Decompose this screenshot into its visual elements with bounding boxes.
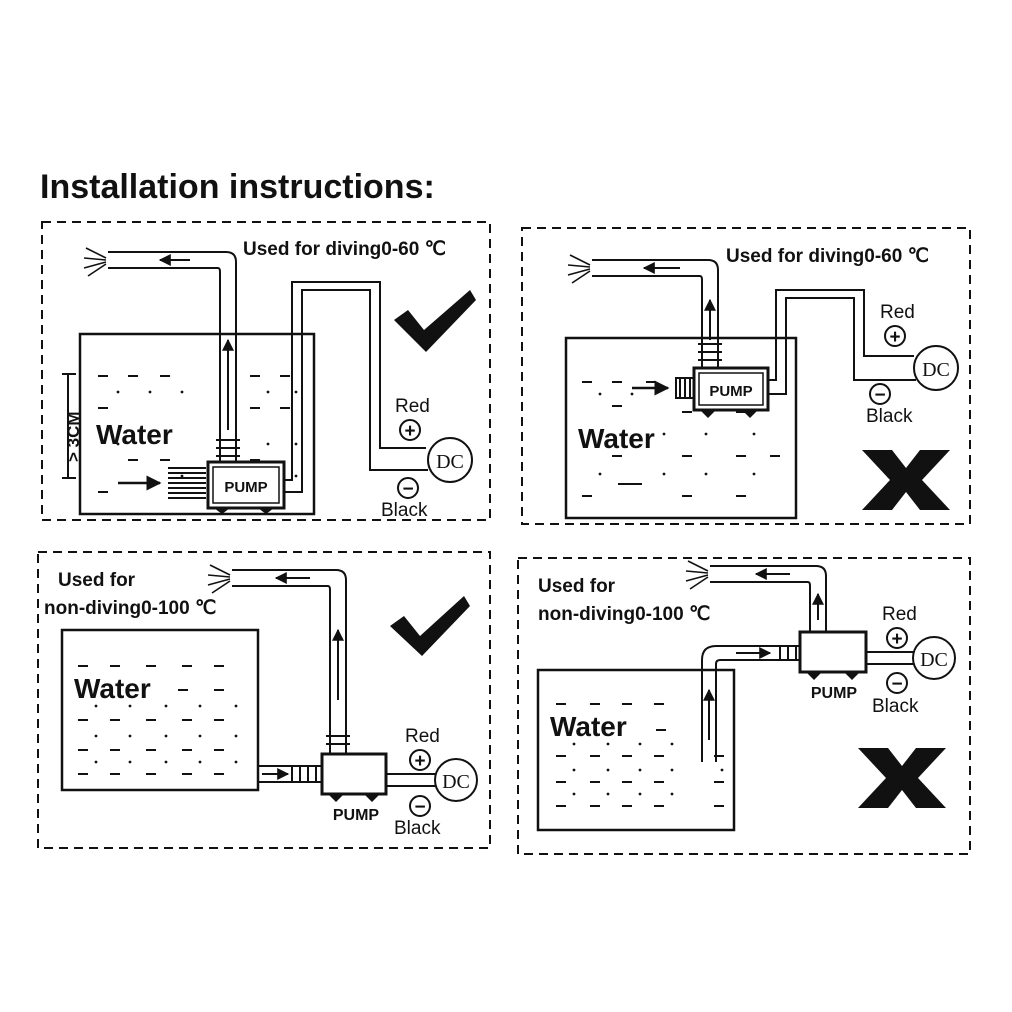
dc-label: DC [922, 359, 950, 381]
black-label: Black [394, 818, 441, 839]
positive-symbol: + [414, 751, 425, 772]
power-cable [284, 281, 428, 493]
panel-diving-wrong: Used for diving0-60 ℃ Water [521, 227, 971, 525]
water-label: Water [550, 711, 627, 742]
negative-symbol: − [402, 479, 413, 500]
positive-symbol: + [889, 327, 900, 348]
panel-border [517, 557, 971, 855]
red-label: Red [405, 726, 440, 747]
panel-caption: Used for diving0-60 ℃ [726, 246, 929, 267]
outlet-pipe [108, 251, 240, 462]
pump-label: PUMP [811, 685, 858, 702]
panel-caption-line2: non-diving0-100 ℃ [44, 598, 216, 619]
positive-symbol: + [891, 629, 902, 650]
depth-label: > 3CM [64, 411, 83, 462]
dc-power-source [427, 437, 473, 483]
pump-label: PUMP [333, 807, 380, 824]
dc-power-source [912, 636, 956, 680]
dc-label: DC [436, 451, 464, 473]
positive-symbol: + [404, 421, 415, 442]
dc-label: DC [920, 649, 948, 671]
cross-icon [858, 748, 946, 808]
red-label: Red [395, 396, 430, 417]
water-label: Water [74, 673, 151, 704]
outlet-pipe [232, 569, 350, 756]
cross-icon [862, 450, 950, 510]
positive-terminal-icon [409, 749, 431, 771]
water-tank [60, 628, 260, 792]
dc-label: DC [442, 771, 470, 793]
pump-intake-nozzle [675, 377, 695, 399]
panel-border [41, 221, 491, 521]
panel-border [37, 551, 491, 849]
power-cable [866, 651, 914, 665]
pump [798, 630, 868, 680]
water-tank [564, 336, 798, 520]
pump-label: PUMP [709, 383, 752, 400]
page-title: Installation instructions: [40, 168, 435, 206]
water-spray-icon [567, 254, 591, 284]
pump [206, 460, 286, 514]
positive-terminal-icon [399, 419, 421, 441]
positive-terminal-icon [884, 325, 906, 347]
water-tank [536, 668, 736, 832]
power-cable [386, 773, 436, 787]
check-icon [394, 290, 476, 352]
panel-non-diving-wrong: Used for non-diving0-100 ℃ Water [517, 557, 971, 855]
negative-symbol: − [874, 385, 885, 406]
negative-symbol: − [414, 797, 425, 818]
inlet-pipe [701, 645, 800, 762]
black-label: Black [872, 696, 919, 717]
dc-power-source [434, 758, 478, 802]
positive-terminal-icon [886, 627, 908, 649]
inlet-pipe [258, 765, 322, 783]
depth-indicator [62, 373, 76, 479]
water-spray-icon [83, 247, 107, 277]
negative-terminal-icon [886, 672, 908, 694]
dc-power-source [913, 345, 959, 391]
panel-diving-correct: Used for diving0-60 ℃ Water > 3CM [41, 221, 491, 521]
panel-border [521, 227, 971, 525]
negative-terminal-icon [409, 795, 431, 817]
check-icon [390, 596, 470, 656]
water-spray-icon [207, 564, 231, 594]
water-tank [78, 332, 316, 516]
negative-symbol: − [891, 674, 902, 695]
panel-caption-line1: Used for [538, 576, 616, 597]
water-spray-icon [685, 560, 709, 590]
pump-intake-grille [168, 467, 206, 499]
panel-caption: Used for diving0-60 ℃ [243, 239, 446, 260]
outlet-pipe [592, 259, 722, 368]
pump [320, 752, 388, 802]
negative-terminal-icon [869, 383, 891, 405]
red-label: Red [880, 302, 915, 323]
pump-label: PUMP [224, 479, 267, 496]
panel-non-diving-correct: Used for non-diving0-100 ℃ Water [37, 551, 491, 849]
panel-caption-line1: Used for [58, 570, 136, 591]
panel-caption-line2: non-diving0-100 ℃ [538, 604, 710, 625]
power-cable [768, 289, 916, 395]
water-label: Water [578, 423, 655, 454]
red-label: Red [882, 604, 917, 625]
negative-terminal-icon [397, 477, 419, 499]
outlet-pipe [710, 565, 827, 632]
black-label: Black [381, 500, 428, 521]
black-label: Black [866, 406, 913, 427]
water-label: Water [96, 419, 173, 450]
